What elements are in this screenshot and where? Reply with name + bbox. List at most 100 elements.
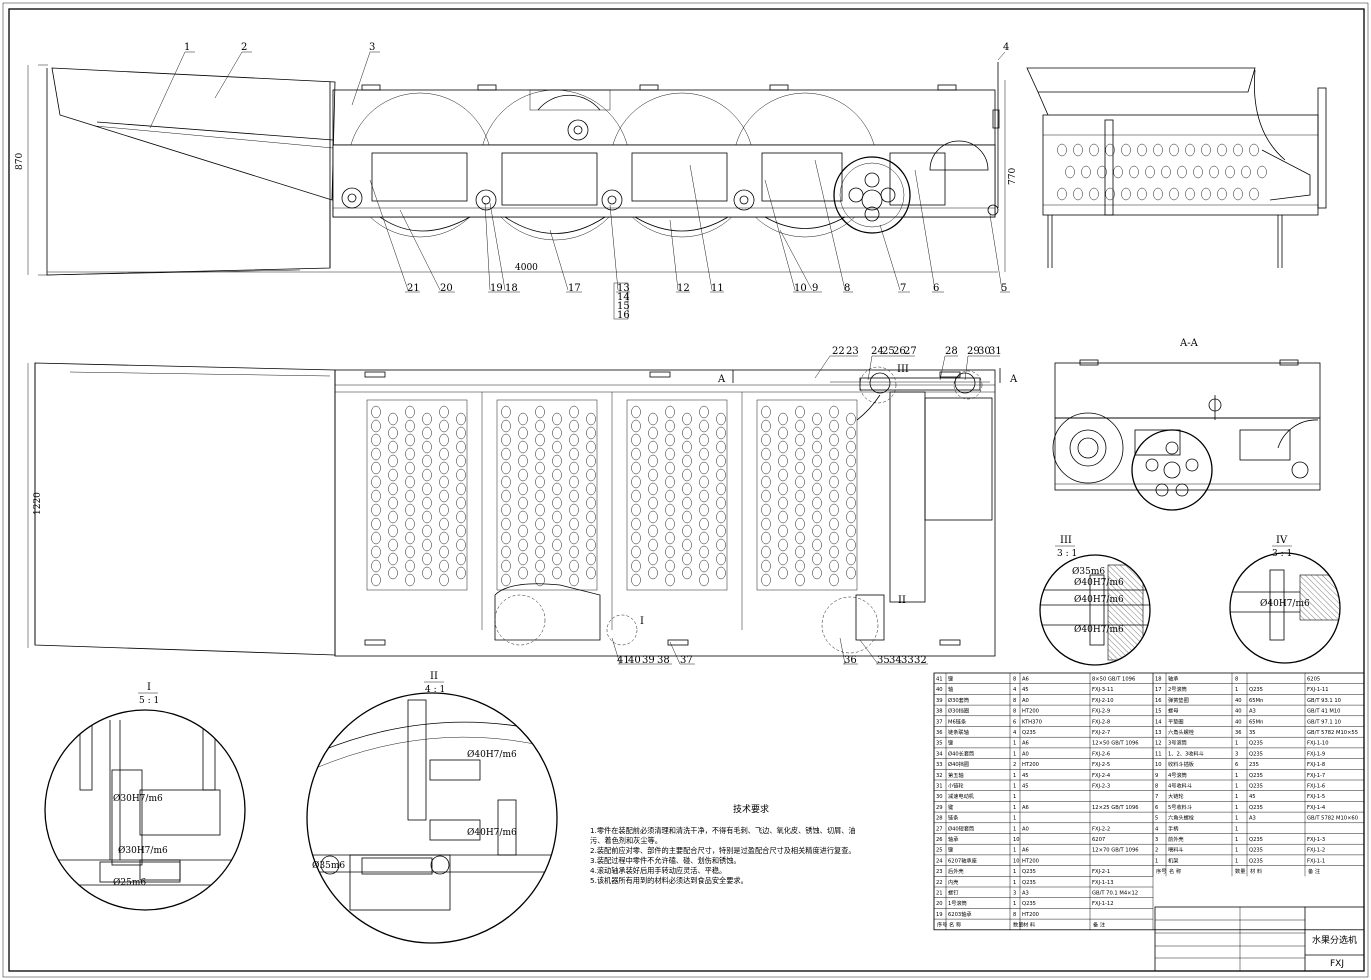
perforation-hole (569, 405, 579, 419)
perforation-hole (699, 503, 709, 517)
front-view: 870 4000 770 (15, 62, 1018, 276)
perforation-hole (761, 447, 771, 461)
perforation-hole (388, 496, 398, 510)
perforation-hole (535, 531, 545, 545)
perforation-hole (371, 447, 381, 461)
bom-cell: 8 (1235, 677, 1238, 683)
perforation-hole (388, 510, 398, 524)
perforation-hole (501, 447, 511, 461)
bom-cell: 7 (1155, 794, 1158, 800)
detail-I: I 5 : 1 Ø30H7/m6 Ø30H7/m6 Ø25m6 (44, 682, 246, 911)
perforation-hole (829, 545, 839, 559)
balloon-32: 32 (914, 655, 927, 666)
perforation-hole (648, 412, 658, 426)
perforation-hole (535, 545, 545, 559)
perforation-hole (812, 440, 822, 454)
fit-40-c: Ø40H7/m6 (1074, 624, 1124, 635)
bom-cell: 37 (936, 719, 943, 725)
perforation-hole (439, 489, 449, 503)
perforation-hole (716, 510, 726, 524)
perforation-hole (761, 517, 771, 531)
bom-cell: 2 (1155, 848, 1158, 854)
bom-cell: FXJ-1-8 (1307, 762, 1325, 768)
bom-cell: 8 (1013, 912, 1016, 918)
bom-cell: 12 (1155, 741, 1162, 747)
bom-cell: 235 (1249, 762, 1259, 768)
perforation-hole (1233, 187, 1243, 201)
perforation-hole (518, 496, 528, 510)
perforation-hole (456, 440, 466, 454)
bom-cell: 16 (1155, 698, 1162, 704)
perforation-hole (682, 510, 692, 524)
perforation-hole (456, 454, 466, 468)
bom-cell: 轴 (948, 685, 953, 693)
perforation-hole (586, 538, 596, 552)
perforation-hole (388, 412, 398, 426)
perforation-hole (812, 524, 822, 538)
bom-cell: 1 (1155, 858, 1158, 864)
balloon-20: 20 (440, 283, 453, 294)
bom-cell: 后外壳 (948, 867, 964, 875)
perforation-hole (456, 510, 466, 524)
perforation-hole (829, 405, 839, 419)
perforation-hole (716, 552, 726, 566)
dim-front-length: 4000 (515, 263, 538, 273)
bom-cell: Q235 (1249, 741, 1263, 747)
bom-cell: 1号滚筒 (948, 899, 967, 907)
bom-cell: 螺钉 (948, 889, 958, 897)
bom-cell: 1 (1013, 773, 1016, 779)
perforation-hole (586, 566, 596, 580)
perforation-hole (405, 447, 415, 461)
perforation-hole (456, 482, 466, 496)
side-perforations (1057, 143, 1267, 201)
balloon-11: 11 (711, 283, 724, 294)
bom-cell: 小链轮 (948, 782, 964, 790)
detail-III-scale: 3 : 1 (1057, 549, 1077, 559)
bom-cell: 4号收料斗 (1168, 782, 1192, 790)
bom-cell: 22 (936, 880, 943, 886)
bom-cell: A3 (1249, 709, 1256, 715)
perforation-hole (716, 524, 726, 538)
perforation-hole (699, 475, 709, 489)
perforation-hole (439, 573, 449, 587)
bom-cell: 18 (1155, 677, 1162, 683)
bom-header: 备 注 (1093, 921, 1105, 929)
bom-cell: 5号收料斗 (1168, 803, 1192, 811)
perforation-hole (1153, 187, 1163, 201)
bom-cell: Ø40挡圈 (948, 760, 969, 768)
balloon-41: 41 (617, 655, 630, 666)
bom-cell: 2号滚筒 (1168, 685, 1187, 693)
perforation-hole (405, 531, 415, 545)
perforation-hole (552, 552, 562, 566)
perforation-hole (648, 454, 658, 468)
perforation-hole (1217, 187, 1227, 201)
perforation-hole (648, 426, 658, 440)
perforation-hole (1209, 165, 1219, 179)
perforation-hole (716, 538, 726, 552)
perforation-hole (1065, 165, 1075, 179)
perforation-hole (405, 517, 415, 531)
bom-cell: A3 (1022, 891, 1029, 897)
bom-cell: Q235 (1022, 869, 1036, 875)
perforation-hole (586, 524, 596, 538)
bom-cell: FXJ-1-2 (1307, 848, 1325, 854)
bom-cell: 45 (1022, 687, 1029, 693)
bom-cell: A0 (1022, 698, 1029, 704)
perforation-hole (456, 524, 466, 538)
perforation-hole (665, 475, 675, 489)
perforation-hole (829, 531, 839, 545)
bom-cell: 40 (936, 687, 943, 693)
balloon-34: 34 (889, 655, 902, 666)
detail-callout-I: I (640, 616, 644, 627)
perforation-hole (535, 573, 545, 587)
perforation-hole (631, 489, 641, 503)
tech-line-3: 2.装配前应对零、部件的主要配合尺寸，特别是过盈配合尺寸及相关精度进行复查。 (590, 846, 856, 855)
bom-cell: 平垫圈 (1168, 717, 1184, 725)
balloon-40: 40 (628, 655, 641, 666)
perforation-hole (795, 447, 805, 461)
perforation-hole (631, 545, 641, 559)
bom-cell: 28 (936, 816, 943, 822)
perforation-hole (682, 496, 692, 510)
bom-cell: HT200 (1022, 709, 1039, 715)
